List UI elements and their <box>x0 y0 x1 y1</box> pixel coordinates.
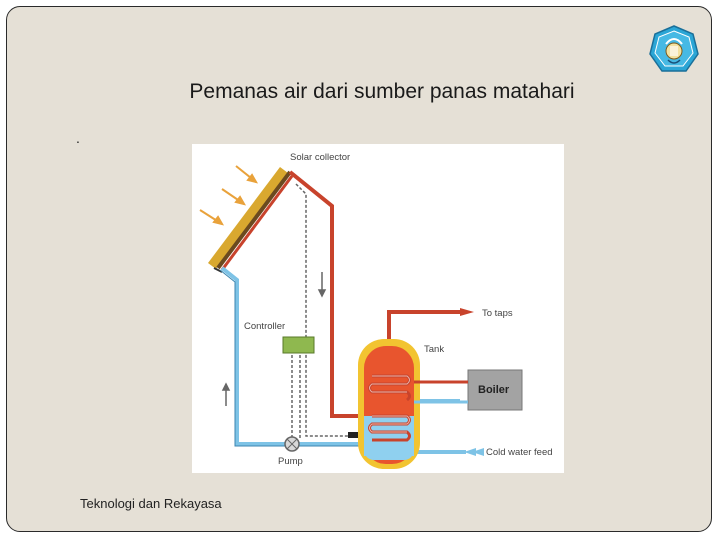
sun-rays-arrows <box>199 165 259 226</box>
label-controller: Controller <box>244 321 285 332</box>
label-cold-water-feed: Cold water feed <box>486 447 553 458</box>
hot-water-tank <box>358 339 420 469</box>
label-boiler: Boiler <box>478 384 510 396</box>
hot-pipe <box>288 170 460 418</box>
solar-collector-panel <box>208 167 294 273</box>
label-to-taps: To taps <box>482 308 513 319</box>
slide-footer: Teknologi dan Rekayasa <box>80 496 222 511</box>
cold-feed-arrow <box>464 448 484 456</box>
label-solar-collector: Solar collector <box>290 152 350 163</box>
tut-wuri-handayani-emblem-icon <box>648 24 700 76</box>
pump-icon <box>284 436 300 452</box>
controller-wiring <box>291 183 352 439</box>
flow-arrow-up <box>221 382 231 406</box>
boiler-box <box>467 369 523 411</box>
to-taps-arrow <box>460 308 474 316</box>
label-pump: Pump <box>278 456 303 467</box>
sensor-block <box>348 432 358 438</box>
bullet-point: . <box>76 130 80 146</box>
label-tank: Tank <box>424 344 444 355</box>
solar-water-heater-diagram: Solar collector Controller Tank To taps … <box>192 144 564 473</box>
flow-arrow-down <box>317 272 327 298</box>
cold-pipe <box>220 266 466 454</box>
slide-title: Pemanas air dari sumber panas matahari <box>189 80 575 103</box>
controller-box <box>282 336 315 354</box>
